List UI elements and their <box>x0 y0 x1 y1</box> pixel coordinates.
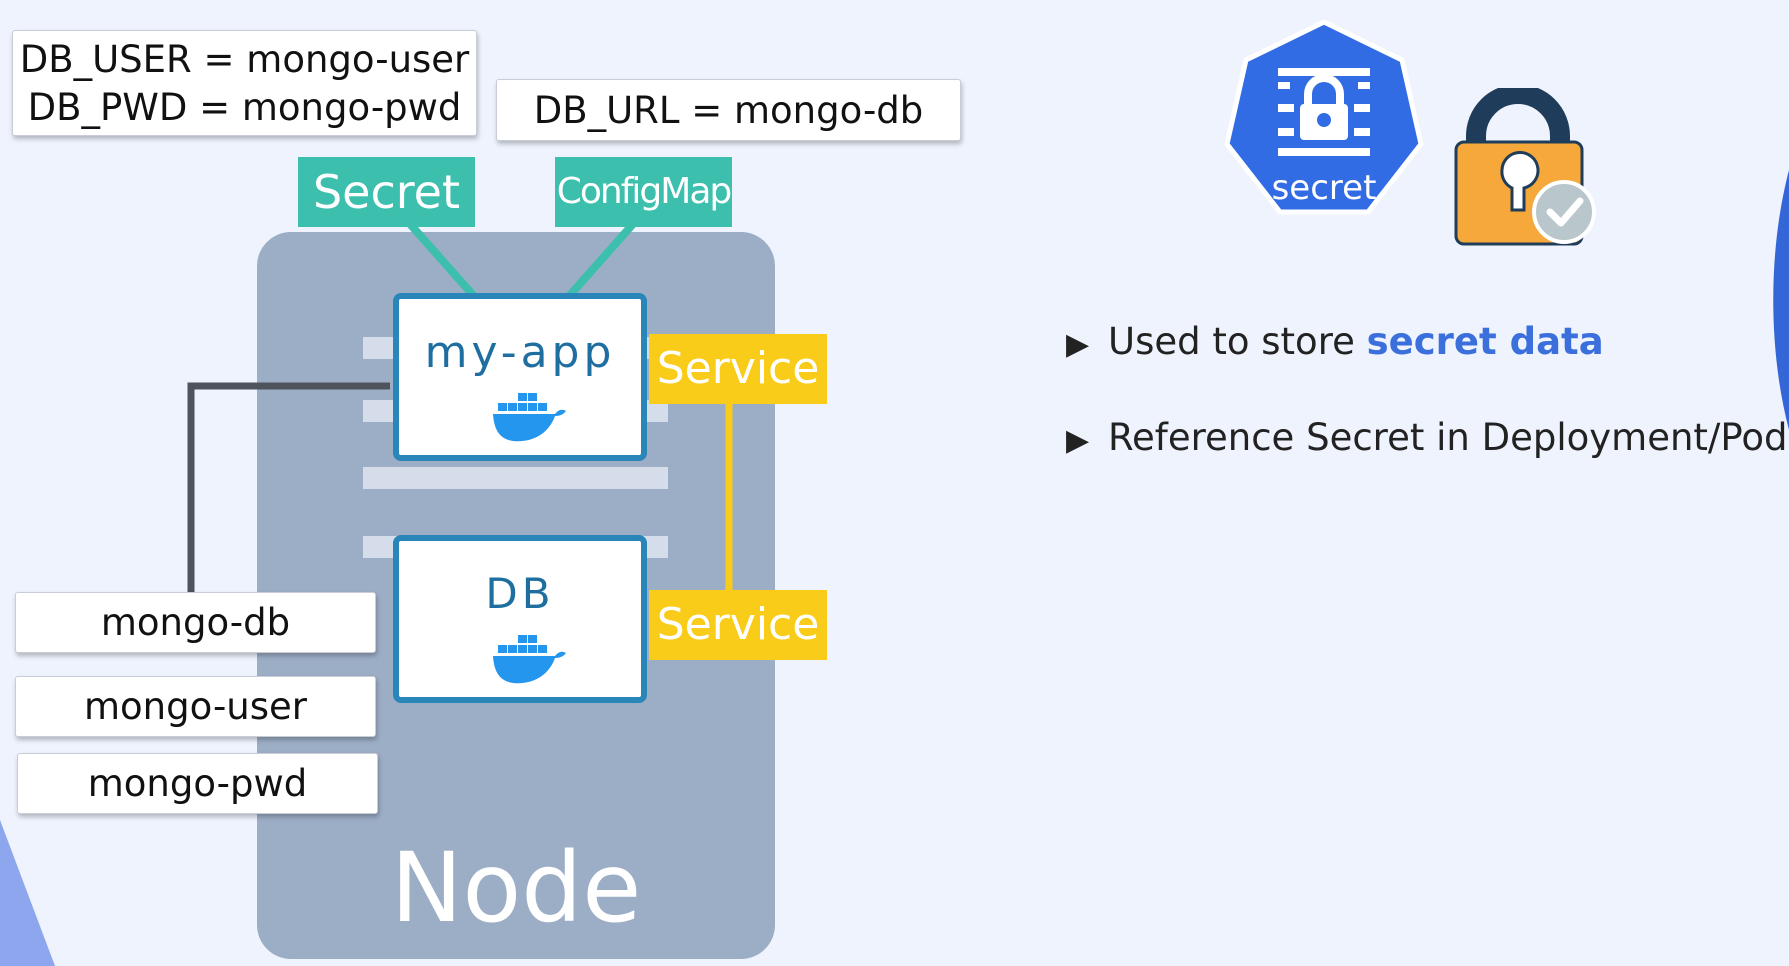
node-stripe <box>363 467 668 489</box>
padlock-check-icon <box>1454 88 1596 246</box>
bullet-reference-secret: ▶ Reference Secret in Deployment/Pod <box>1066 416 1788 459</box>
node-label: Node <box>390 832 642 944</box>
my-app-label: my-app <box>424 327 616 378</box>
value-box-mongo-db: mongo-db <box>15 592 376 653</box>
bullet-arrow-icon: ▶ <box>1066 327 1090 362</box>
secret-env-box: DB_USER = mongo-user DB_PWD = mongo-pwd <box>12 30 477 136</box>
secret-badge-label: secret <box>1271 168 1377 208</box>
configmap-tag: ConfigMap <box>555 157 732 227</box>
db-pwd-line: DB_PWD = mongo-pwd <box>27 86 462 129</box>
configmap-env-box: DB_URL = mongo-db <box>496 79 961 141</box>
db-user-line: DB_USER = mongo-user <box>19 38 470 81</box>
value-box-mongo-pwd: mongo-pwd <box>17 753 378 814</box>
docker-whale-icon <box>493 635 566 684</box>
my-app-pod: my-app <box>393 293 647 461</box>
secret-tag: Secret <box>298 157 475 227</box>
service-tag-db: Service <box>649 590 827 660</box>
bullet-store-secret-data: ▶ Used to store secret data <box>1066 320 1604 363</box>
connector-app-to-mongo-db <box>187 382 390 594</box>
kubernetes-secret-icon: secret <box>1224 20 1424 220</box>
corner-decoration-left <box>0 820 55 966</box>
bullet-arrow-icon: ▶ <box>1066 423 1090 458</box>
docker-whale-icon <box>493 393 566 442</box>
bullet-highlight: secret data <box>1366 320 1604 363</box>
db-label: DB <box>485 569 555 618</box>
edge-decoration-right <box>1773 170 1789 430</box>
bullet-text: Reference Secret in Deployment/Pod <box>1108 416 1788 459</box>
bullet-text: Used to store <box>1108 320 1367 363</box>
db-pod: DB <box>393 535 647 703</box>
service-tag-app: Service <box>649 334 827 404</box>
value-box-mongo-user: mongo-user <box>15 676 376 737</box>
